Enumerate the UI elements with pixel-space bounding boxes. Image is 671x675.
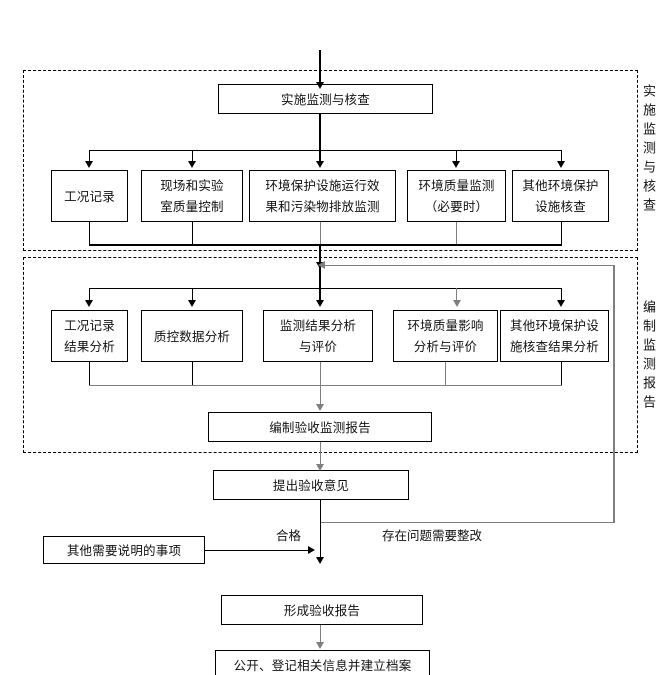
analysis-stem-5 <box>560 287 563 303</box>
monitoring-merge-bus <box>89 244 562 246</box>
node-gongkai-dengji[interactable]: 公开、登记相关信息并建立档案 <box>215 650 430 675</box>
analysis-merge-stem-2 <box>191 362 194 385</box>
decision-stem-arrow <box>316 557 324 564</box>
node-qita-hecha-jieguo-fenxi[interactable]: 其他环境保护设 施核查结果分析 <box>500 310 609 362</box>
entry-arrowhead <box>315 82 324 89</box>
section-monitoring-label: 实施监测与核查 <box>640 84 655 217</box>
analysis-arrow-5 <box>557 300 565 307</box>
analysis-arrow-3 <box>315 300 324 307</box>
node-huanjing-zhiliang-yingxiang[interactable]: 环境质量影响 分析与评价 <box>393 310 498 362</box>
node-line-1: 现场和实验 <box>160 178 224 193</box>
merge-stem-2 <box>191 222 194 245</box>
node-gongkuang-jieguo-fenxi[interactable]: 工况记录 结果分析 <box>51 310 128 362</box>
analysis-stem-2 <box>191 287 194 303</box>
node-line-2: 果和污染物排放监测 <box>265 199 380 214</box>
analysis-stem-4 <box>456 287 458 303</box>
node-line-2: 室质量控制 <box>160 199 224 214</box>
node-line-1: 环境质量监测 <box>418 178 495 193</box>
node-gongkuang-jilu[interactable]: 工况记录 <box>51 170 128 222</box>
fanout-stem-1 <box>88 149 91 164</box>
monitoring-fanout-bus <box>89 149 562 152</box>
analysis-arrow-2 <box>188 300 196 307</box>
fanout-arrow-5 <box>557 161 565 168</box>
section2-stem-down <box>319 271 321 289</box>
node-line-2: 结果分析 <box>64 339 115 354</box>
section-reporting-label: 编制监测报告 <box>640 300 655 414</box>
node-implement-monitoring[interactable]: 实施监测与核查 <box>218 84 433 114</box>
entry-line <box>319 50 321 85</box>
feedback-vertical-right <box>613 264 615 523</box>
node-line-2: 与评价 <box>298 339 338 354</box>
fanout-arrow-2 <box>188 161 196 168</box>
feedback-horizontal-bottom <box>321 521 614 524</box>
fanout-stem-4 <box>455 149 458 164</box>
side-node-arrowhead <box>308 546 315 554</box>
fanout-stem-5 <box>560 149 563 164</box>
node-bianzhi-yanshou-baogao[interactable]: 编制验收监测报告 <box>208 412 432 442</box>
to-compile-report-line <box>319 384 321 407</box>
analysis-merge-stem-5 <box>560 362 563 385</box>
analysis-merge-bus <box>89 384 562 386</box>
node-zhikong-shuju-fenxi[interactable]: 质控数据分析 <box>141 310 243 362</box>
merge-stem-3 <box>319 222 321 245</box>
node-huanbao-sheshi-yunxing[interactable]: 环境保护设施运行效 果和污染物排放监测 <box>249 170 396 222</box>
node-line-2: 设施核查 <box>535 199 586 214</box>
merge-stem-5 <box>560 222 563 245</box>
node-line-1: 环境保护设施运行效 <box>265 178 380 193</box>
node-huanjing-zhiliang-jiance[interactable]: 环境质量监测 （必要时） <box>407 170 506 222</box>
analysis-arrow-4 <box>452 300 461 307</box>
fanout-stem-2 <box>191 149 194 164</box>
node-xingcheng-yanshou-baogao[interactable]: 形成验收报告 <box>221 595 423 625</box>
pass-edge-label: 合格 <box>276 528 302 543</box>
analysis-merge-stem-3 <box>319 362 321 385</box>
fanout-arrow-3 <box>315 161 324 168</box>
node-qita-huanbao-sheshi[interactable]: 其他环境保护 设施核查 <box>512 170 609 222</box>
analysis-stem-3 <box>319 287 321 303</box>
section-bridge-line <box>319 244 321 271</box>
analysis-merge-stem-1 <box>88 362 91 385</box>
node-line-2: 分析与评价 <box>413 339 478 354</box>
node-line-1: 监测结果分析 <box>279 318 357 333</box>
to-acceptance-opinion-line <box>319 442 321 468</box>
node-line-1: 环境质量影响 <box>407 318 484 333</box>
section-reporting-container <box>23 257 638 453</box>
fanout-arrow-4 <box>452 161 460 168</box>
feedback-arrowhead <box>318 260 325 269</box>
node-line-2: （必要时） <box>424 199 489 214</box>
to-public-record-line <box>319 625 321 647</box>
section-monitoring-container <box>23 70 638 251</box>
fanout-arrow-1 <box>85 161 93 168</box>
analysis-fanout-bus <box>89 287 562 290</box>
node-line-1: 其他环境保护 <box>522 178 599 193</box>
merge-stem-1 <box>88 222 91 245</box>
node-xianchang-shiyanshi[interactable]: 现场和实验 室质量控制 <box>141 170 243 222</box>
to-acceptance-opinion-arrow <box>316 464 324 471</box>
to-public-record-arrow <box>316 642 324 649</box>
rectify-edge-label: 存在问题需要整改 <box>382 528 483 543</box>
to-compile-report-arrow <box>316 404 324 411</box>
fanout-stem-3 <box>319 114 321 163</box>
side-node-connector <box>205 549 310 552</box>
analysis-stem-1 <box>88 287 91 303</box>
node-jiance-jieguo-fenxi[interactable]: 监测结果分析 与评价 <box>263 310 373 362</box>
node-line-2: 施核查结果分析 <box>510 339 599 354</box>
feedback-horizontal-top <box>324 264 614 267</box>
node-line-1: 工况记录 <box>64 318 115 333</box>
analysis-arrow-1 <box>85 300 93 307</box>
node-qita-shuoming-shixiang[interactable]: 其他需要说明的事项 <box>43 536 205 564</box>
node-line-1: 其他环境保护设 <box>510 318 599 333</box>
decision-stem-line <box>319 500 322 563</box>
analysis-merge-stem-4 <box>445 362 447 385</box>
node-tichu-yanshou-yijian[interactable]: 提出验收意见 <box>213 470 409 500</box>
merge-stem-4 <box>456 222 458 245</box>
